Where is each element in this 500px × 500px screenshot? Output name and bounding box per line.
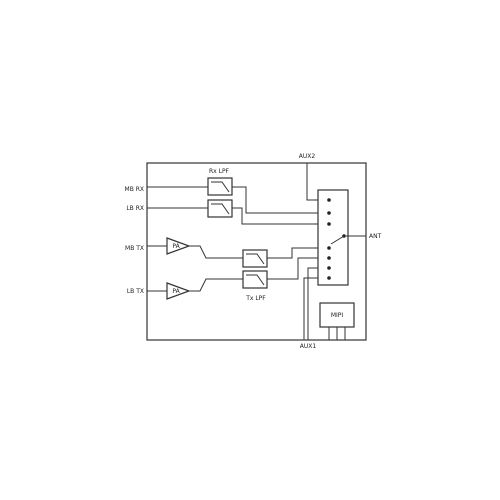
aux1-line (307, 267, 318, 340)
antenna-switch (317, 189, 349, 286)
rx-lpf-bottom-to-switch (232, 207, 318, 225)
tx-lpf-filter-top (242, 249, 268, 268)
rx-lpf-label: Rx LPF (209, 168, 230, 175)
rx-lpf-filter-top (207, 177, 233, 196)
port-lb-tx-label: LB TX (127, 288, 144, 295)
aux2-label: AUX2 (299, 153, 316, 160)
mipi-block: MIPI (319, 302, 355, 340)
pa-bottom-output (189, 278, 243, 292)
rx-lpf-filter-bottom (207, 199, 233, 218)
tx-lpf-filter-bottom (242, 270, 268, 289)
aux2-line (306, 163, 318, 201)
aux1-label: AUX1 (300, 343, 317, 350)
rx-lpf-top-to-switch (232, 186, 318, 214)
pa-top-output (189, 245, 243, 259)
svg-text:PA: PA (172, 243, 180, 250)
ant-label: ANT (369, 233, 382, 240)
port-mb-rx-label: MB RX (125, 186, 144, 193)
port-lb-rx-label: LB RX (126, 205, 144, 212)
tx-lpf-label: Tx LPF (245, 295, 266, 302)
tx-lpf-bottom-to-switch (267, 257, 318, 280)
tx-lpf-top-to-switch (267, 247, 318, 259)
port-mb-tx-label: MB TX (125, 245, 144, 252)
svg-text:PA: PA (172, 288, 180, 295)
svg-text:MIPI: MIPI (331, 312, 344, 319)
switch-lower-input-line (303, 277, 318, 340)
